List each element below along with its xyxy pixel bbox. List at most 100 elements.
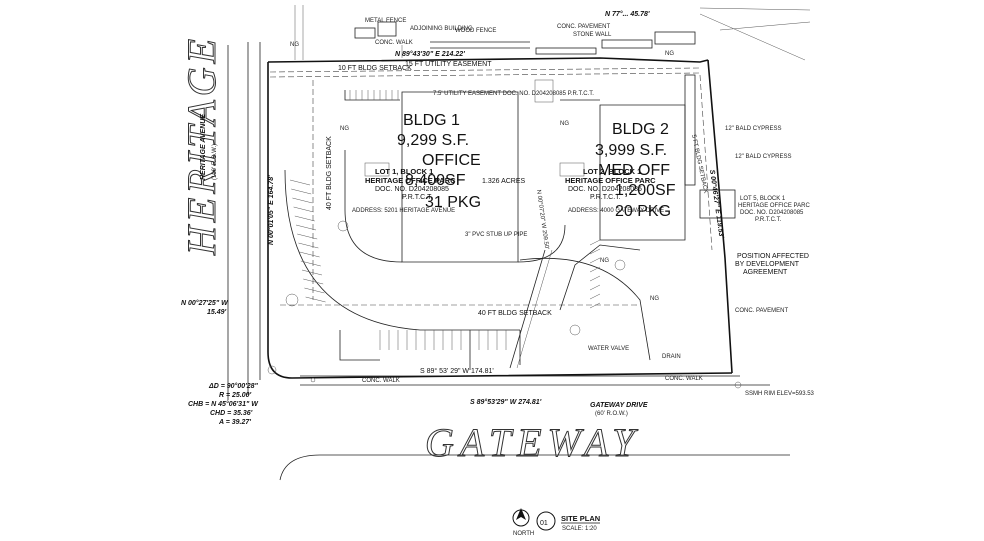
svg-text:AGREEMENT: AGREEMENT <box>743 269 788 276</box>
svg-text:NG: NG <box>665 51 674 57</box>
parking-stall-line <box>303 278 324 285</box>
parking-stalls-west <box>289 179 326 303</box>
svg-text:A = 39.27': A = 39.27' <box>218 419 251 426</box>
parking-stalls-north <box>349 90 399 100</box>
street-name-gateway: GATEWAY <box>425 420 641 465</box>
svg-text:10 FT BLDG SETBACK: 10 FT BLDG SETBACK <box>338 65 412 72</box>
bldg2-address: ADDRESS: 4000 GATEWAY DRIVE <box>568 208 664 214</box>
parking-stall-line <box>298 242 319 249</box>
svg-text:CHB = N 45°06'31" W: CHB = N 45°06'31" W <box>188 400 259 408</box>
parking-stall-line <box>291 188 312 195</box>
svg-text:N 00°01'05" E 164.78': N 00°01'05" E 164.78' <box>267 175 275 245</box>
svg-text:LOT 1, BLOCK 1: LOT 1, BLOCK 1 <box>375 167 433 176</box>
parking-stall-line <box>589 293 601 300</box>
svg-text:NG: NG <box>340 126 349 132</box>
heritage-row: (100' R.O.W.) <box>212 144 218 180</box>
svg-text:LOT 5, BLOCK 1: LOT 5, BLOCK 1 <box>740 196 786 202</box>
bldg2-use: MED OFF <box>598 162 670 179</box>
svg-text:N 00°07'20" W 209.50': N 00°07'20" W 209.50' <box>535 189 549 249</box>
parking-stall-line <box>293 206 314 213</box>
street-name-gateway-drive: GATEWAY DRIVE <box>590 402 648 409</box>
street-edges <box>227 5 790 481</box>
lot5-label: LOT 5, BLOCK 1 HERITAGE OFFICE PARC DOC.… <box>738 196 810 223</box>
parking-stall-line <box>589 302 601 309</box>
svg-text:CONC. WALK: CONC. WALK <box>362 378 400 384</box>
svg-text:ΔD = 90°00'28": ΔD = 90°00'28" <box>208 382 259 390</box>
parking-stalls-south <box>379 330 507 350</box>
svg-text:CONC. PAVEMENT: CONC. PAVEMENT <box>735 308 788 314</box>
svg-text:POSITION AFFECTED: POSITION AFFECTED <box>737 253 809 260</box>
north-structures <box>354 21 736 219</box>
north-label: NORTH <box>513 531 534 537</box>
sheet-scale: SCALE: 1:20 <box>562 526 597 532</box>
bldg1-parking: 31 PKG <box>425 194 481 211</box>
parking-stall-line <box>289 179 311 186</box>
north-arrow-icon: NORTH <box>512 508 534 537</box>
svg-text:WOOD FENCE: WOOD FENCE <box>455 28 496 34</box>
parking-stall-line <box>294 215 315 222</box>
svg-text:LOT 2, BLOCK 1: LOT 2, BLOCK 1 <box>583 167 641 176</box>
parking-stall-line <box>589 239 601 246</box>
svg-text:7.5' UTILITY EASEMENT DOC. NO.: 7.5' UTILITY EASEMENT DOC. NO. D20420808… <box>433 91 594 97</box>
svg-text:N 00°27'25" W: N 00°27'25" W <box>181 299 229 307</box>
svg-text:S 89° 53' 29" W 174.81': S 89° 53' 29" W 174.81' <box>420 367 494 375</box>
setback-lines <box>269 45 713 306</box>
sheet-number-circle <box>536 511 556 531</box>
bldg2-parking: 20 PKG <box>615 203 671 220</box>
curve-data: ΔD = 90°00'28" R = 25.00' CHB = N 45°06'… <box>188 382 259 426</box>
svg-text:40 FT BLDG SETBACK: 40 FT BLDG SETBACK <box>326 136 333 210</box>
svg-text:S 89°53'29" W 274.81': S 89°53'29" W 274.81' <box>470 398 542 406</box>
street-name-heritage-avenue: HERITAGE AVENUE <box>200 114 207 180</box>
parking-stall-line <box>301 269 323 276</box>
svg-text:3" PVC STUB UP PIPE: 3" PVC STUB UP PIPE <box>465 232 527 238</box>
svg-text:P.R.T.C.T.: P.R.T.C.T. <box>755 217 782 223</box>
svg-text:NG: NG <box>650 296 659 302</box>
svg-text:15.49': 15.49' <box>207 309 227 316</box>
street-name-heritage: HERITAGE <box>179 35 224 256</box>
bldg2-sf-overlap: 1,200SF <box>615 182 676 199</box>
gateway-row: (60' R.O.W.) <box>595 411 628 417</box>
bldg2-labels: BLDG 2 3,999 S.F. MED OFF 1,200SF 20 PKG <box>595 121 676 220</box>
parking-stall-line <box>589 257 601 264</box>
parking-stall-line <box>589 284 601 291</box>
svg-text:P.R.T.C.T.: P.R.T.C.T. <box>590 194 621 201</box>
svg-text:CHD = 35.36': CHD = 35.36' <box>210 410 253 417</box>
parking-stalls-east <box>589 239 601 309</box>
svg-text:BY DEVELOPMENT: BY DEVELOPMENT <box>735 261 800 268</box>
parking-stall-line <box>304 287 325 294</box>
sheet-title: SITE PLAN <box>561 514 600 523</box>
property-boundary <box>267 7 811 379</box>
svg-text:STONE WALL: STONE WALL <box>573 32 612 38</box>
parking-stall-line <box>299 251 320 258</box>
svg-text:DOC. NO. D204208085: DOC. NO. D204208085 <box>740 210 804 216</box>
bldg1-name: BLDG 1 <box>403 112 460 129</box>
svg-text:CONC. PAVEMENT: CONC. PAVEMENT <box>557 24 610 30</box>
tree-symbols <box>267 220 742 389</box>
svg-text:HERITAGE OFFICE PARC: HERITAGE OFFICE PARC <box>738 203 810 209</box>
sheet-number: 01 <box>540 520 548 527</box>
svg-text:HERITAGE OFFICE PARC: HERITAGE OFFICE PARC <box>365 176 456 185</box>
svg-text:DOC. NO. D204208085: DOC. NO. D204208085 <box>568 186 642 193</box>
svg-text:NG: NG <box>600 258 609 264</box>
svg-text:WATER VALVE: WATER VALVE <box>588 346 629 352</box>
svg-text:ADJOINING BUILDING: ADJOINING BUILDING <box>410 26 473 32</box>
bldg2-area: 3,999 S.F. <box>595 142 667 159</box>
buildings <box>344 79 686 263</box>
svg-text:SSMH RIM ELEV=593.53: SSMH RIM ELEV=593.53 <box>745 391 815 397</box>
bldg1-address: ADDRESS: 5201 HERITAGE AVENUE <box>352 208 455 214</box>
svg-text:METAL FENCE: METAL FENCE <box>365 18 406 24</box>
lot1-acres: 1.326 ACRES <box>482 178 526 185</box>
svg-text:NG: NG <box>290 42 299 48</box>
parking-stall-line <box>305 296 326 303</box>
misc-notes: POSITION AFFECTED BY DEVELOPMENT AGREEME… <box>290 18 815 397</box>
parking-areas <box>284 90 651 370</box>
svg-text:NG: NG <box>560 121 569 127</box>
svg-text:12" BALD CYPRESS: 12" BALD CYPRESS <box>735 154 792 160</box>
svg-text:15 FT UTILITY EASEMENT: 15 FT UTILITY EASEMENT <box>405 61 492 68</box>
parking-stall-line <box>297 233 318 240</box>
title-block: NORTH 01 SITE PLAN SCALE: 1:20 <box>512 508 600 537</box>
svg-text:HERITAGE OFFICE PARC: HERITAGE OFFICE PARC <box>565 176 656 185</box>
parking-stall-line <box>300 260 321 267</box>
street-labels: HERITAGE HERITAGE AVENUE (100' R.O.W.) G… <box>179 34 648 465</box>
